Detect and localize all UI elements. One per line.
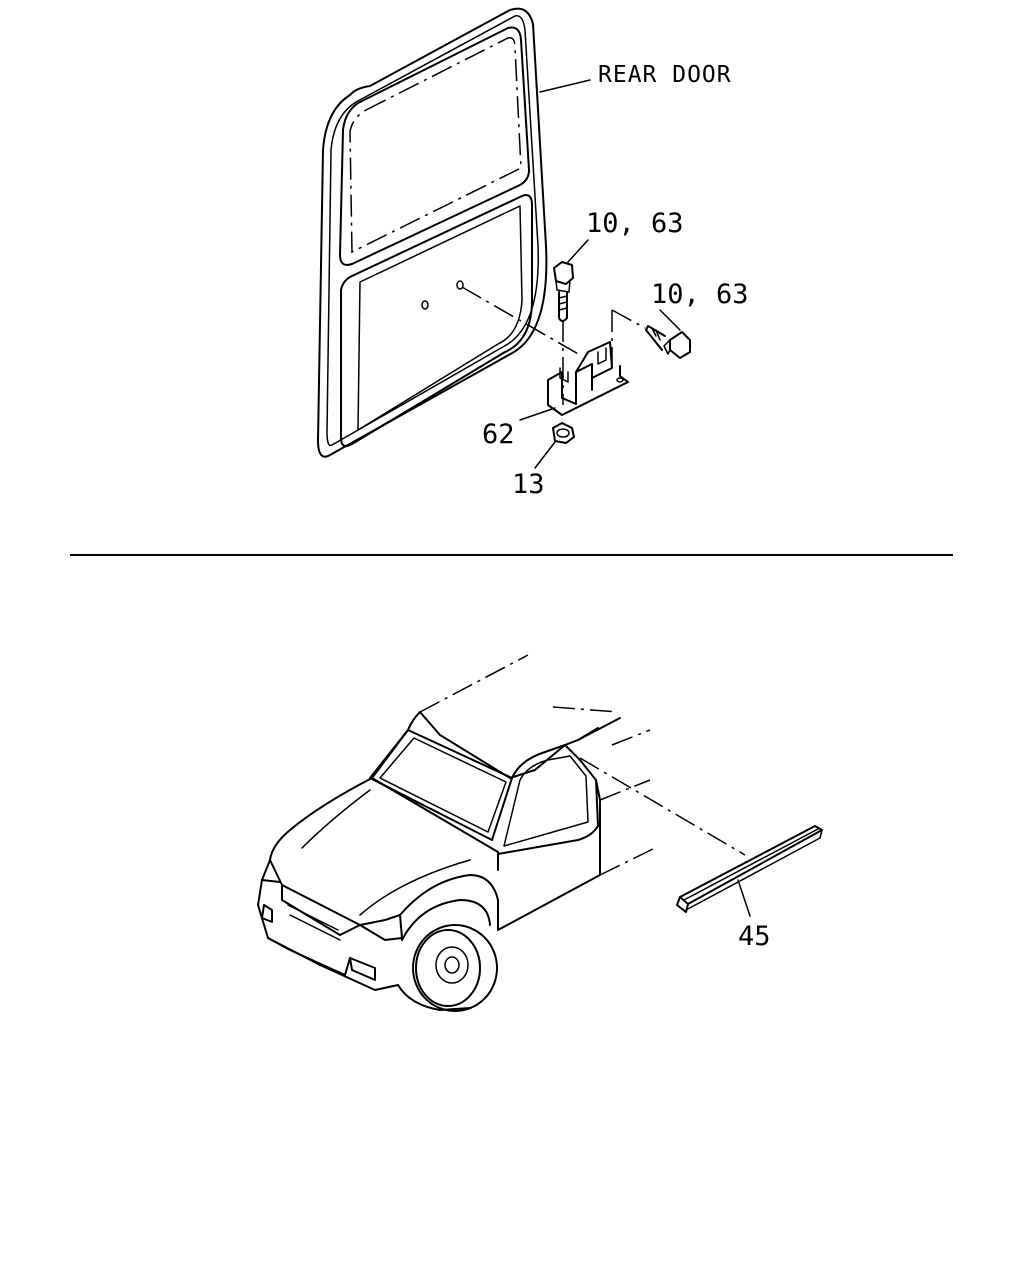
center-line-2 [579,757,746,856]
bolt-side-label: 10, 63 [651,279,749,310]
rear-door-label: REAR DOOR [598,62,732,88]
bolt-top-label: 10, 63 [586,208,684,239]
center-line-1 [461,286,581,356]
bolt-top-leader [567,239,589,263]
bracket-leader [519,407,556,421]
nut-label: 13 [512,469,545,500]
bracket [547,341,629,416]
molding-leader [737,879,751,917]
rear-door [317,7,548,458]
nut [552,422,575,444]
molding [676,825,823,913]
molding-label: 45 [738,921,771,952]
rear-door-leader [539,79,591,93]
bracket-label: 62 [482,419,515,450]
bolt-top [553,261,574,322]
bolt-side-leader [659,309,681,331]
bolt-side-axis [611,309,646,365]
nut-leader [534,441,556,469]
bolt-side [645,325,691,359]
vehicle [257,654,656,1012]
